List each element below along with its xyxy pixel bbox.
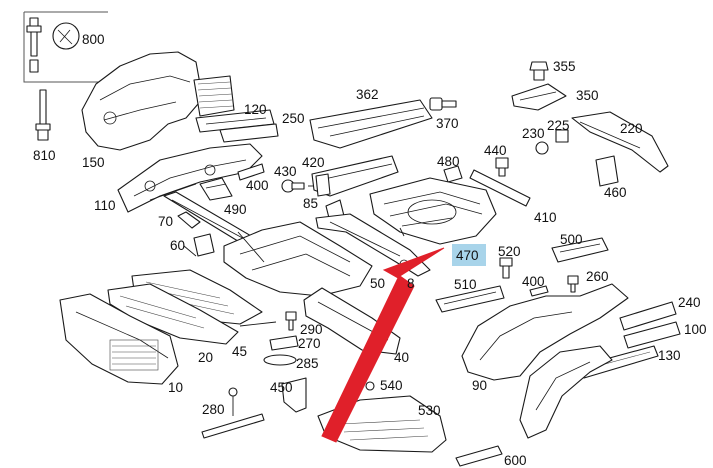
fastener-legend: [23, 11, 108, 141]
part-center-floor: [223, 221, 373, 297]
label-470: 470: [456, 248, 479, 263]
part-420-bracket: [311, 155, 399, 197]
label-370: 370: [436, 116, 459, 131]
part-600-strip: [455, 445, 503, 467]
part-410-bar: [469, 169, 531, 207]
part-540-clip: [365, 381, 375, 391]
part-110-cross-member: [117, 143, 263, 213]
part-280-rod: [201, 387, 265, 439]
label-10: 10: [168, 380, 183, 395]
part-510-bracket: [435, 285, 505, 313]
label-130: 130: [658, 348, 681, 363]
label-400-front: 400: [246, 178, 269, 193]
part-260-bolt: [567, 275, 579, 293]
part-225-bracket: [555, 129, 569, 143]
label-350: 350: [576, 88, 599, 103]
label-270: 270: [298, 336, 321, 351]
label-362: 362: [356, 87, 379, 102]
part-400-small-bracket: [237, 163, 265, 181]
label-800: 800: [82, 32, 105, 47]
part-470-rear-floor-pan: [369, 177, 497, 245]
label-490: 490: [224, 202, 247, 217]
part-430-bolt: [281, 179, 305, 193]
part-240-rail: [619, 301, 677, 331]
label-400-rear: 400: [522, 274, 545, 289]
label-285: 285: [296, 356, 319, 371]
part-480-clip: [443, 165, 463, 183]
part-362-tray: [309, 99, 433, 149]
label-355: 355: [553, 59, 576, 74]
part-wheelhouse-liner: [519, 345, 613, 439]
part-10-bulkhead: [59, 293, 179, 385]
label-520: 520: [498, 244, 521, 259]
part-120-bracket: [195, 109, 279, 143]
label-510: 510: [454, 277, 477, 292]
label-120: 120: [244, 102, 267, 117]
part-150-front-arch: [81, 51, 235, 151]
label-460: 460: [604, 185, 627, 200]
label-420: 420: [302, 155, 325, 170]
long-bolt-810-icon: [35, 89, 51, 141]
part-90-wheel-arch: [461, 283, 629, 381]
part-220-bumper-beam: [571, 111, 669, 173]
label-500: 500: [560, 232, 583, 247]
label-250: 250: [282, 111, 305, 126]
label-410: 410: [534, 210, 557, 225]
label-540: 540: [380, 378, 403, 393]
label-225: 225: [547, 118, 570, 133]
part-230-nut: [535, 141, 549, 155]
label-40: 40: [394, 350, 409, 365]
part-450-bracket: [281, 377, 307, 413]
part-350-bracket: [511, 83, 567, 111]
part-370-bolt: [429, 97, 457, 111]
label-290: 290: [300, 322, 323, 337]
label-90: 90: [472, 378, 487, 393]
label-480: 480: [437, 154, 460, 169]
label-430: 430: [274, 164, 297, 179]
label-50: 50: [370, 276, 385, 291]
label-600: 600: [504, 453, 527, 468]
label-8: 8: [407, 276, 415, 291]
part-285-cap: [263, 354, 297, 366]
label-150: 150: [82, 155, 105, 170]
label-810: 810: [33, 148, 56, 163]
part-490-bracket: [199, 177, 233, 201]
label-240: 240: [678, 295, 701, 310]
label-280: 280: [202, 402, 225, 417]
part-70-frame-rail: [163, 191, 259, 257]
label-530: 530: [418, 403, 441, 418]
red-pointer-arrow: [321, 247, 445, 443]
part-labels: 800 810 150 120 250 362 370 355 350 230 …: [33, 32, 707, 468]
part-440-bolt: [495, 157, 509, 177]
label-110: 110: [94, 198, 116, 213]
label-45: 45: [232, 344, 247, 359]
part-500-rail: [551, 237, 609, 263]
part-355-nut: [529, 61, 549, 81]
label-220: 220: [620, 121, 643, 136]
label-70: 70: [158, 214, 173, 229]
highlight-470-box: [452, 244, 486, 266]
part-460-bracket: [595, 155, 619, 187]
label-230: 230: [522, 126, 545, 141]
leader-lines: [183, 185, 405, 257]
label-20: 20: [198, 350, 213, 365]
part-400-clip: [529, 285, 549, 297]
part-290-bolt: [285, 311, 297, 331]
part-520-bolt: [499, 257, 513, 279]
label-450: 450: [270, 380, 293, 395]
bolt-800-icon: [26, 17, 80, 73]
label-60: 60: [170, 238, 185, 253]
label-440: 440: [484, 143, 507, 158]
label-85: 85: [303, 196, 318, 211]
part-270-clip: [269, 335, 299, 351]
label-100: 100: [684, 322, 707, 337]
part-100-rail: [623, 321, 681, 349]
label-260: 260: [586, 269, 609, 284]
